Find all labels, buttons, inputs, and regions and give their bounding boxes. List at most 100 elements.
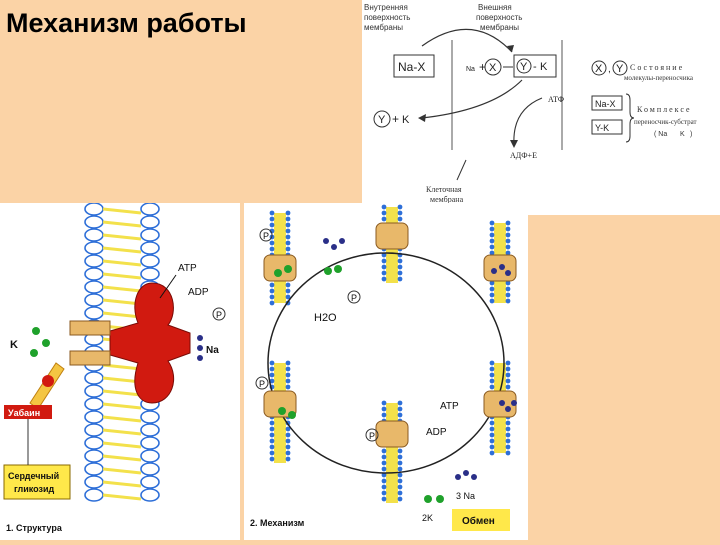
lipid-head [84,267,104,281]
glycoside-box [3,464,71,500]
pump-cycle-diagram: P P P P H2O ATP ADP 3 Na 2K Обмен 2. Мех… [250,204,517,531]
lipid-head [381,490,387,496]
inner-surface-label-line2: поверхность [364,13,410,22]
ouabain-box [4,405,52,419]
lipid-head [397,478,403,484]
legend-state-line2: молекулы-переносчика [624,74,694,82]
phosphate-label: P [351,293,357,303]
sodium-ion [491,268,497,274]
lipid-head [381,460,387,466]
lipid-head [397,406,403,412]
lipid-head [397,204,403,210]
glycoside-label-line2: гликозид [14,484,55,494]
legend-na-label: Na-X [595,99,616,109]
lipid-head [140,241,160,255]
lipid-head [140,254,160,268]
lipid-head [140,436,160,450]
lipid-head [84,202,104,216]
legend-complex-line2: переносчик-субстрат [634,118,697,126]
carrier-x-letter: X [489,62,497,74]
lipid-head [140,228,160,242]
lipid-head [285,456,291,462]
pump-alpha-subunit [109,282,191,404]
potassium-ion [284,265,292,273]
mechanism-panel: P P P P H2O ATP ADP 3 Na 2K Обмен 2. Мех… [244,203,528,540]
lipid-head [397,270,403,276]
lipid-head [505,372,511,378]
lipid-tail [102,363,142,371]
lipid-head [269,360,275,366]
lipid-head [505,220,511,226]
lipid-tail [102,415,142,423]
lipid-tail [102,220,142,228]
lipid-tail [102,480,142,488]
lipid-head [505,250,511,256]
lipid-head [285,384,291,390]
lipid-head [505,286,511,292]
lipid-head [381,412,387,418]
carrier-y-circle-bottom [373,110,391,128]
phosphate-label: P [369,431,375,441]
sodium-ion [463,470,469,476]
lipid-head [269,450,275,456]
lipid-tail [102,207,142,215]
legend-brace [625,93,635,143]
lipid-head [505,360,511,366]
lipid-tail [102,233,142,241]
na-prefix-label: Na [466,66,475,73]
legend-state-line1: Состояние [630,63,684,72]
pump-structure-diagram: K Na ATP ADP P Уабаин Сердечный гликозид… [3,202,226,533]
membrane-segment-bottom-left [269,360,291,463]
ouabain-label: Уабаин [8,408,40,418]
lipid-tail [102,441,142,449]
potassium-ion [324,267,332,275]
lipid-head [397,490,403,496]
lipid-head [269,438,275,444]
lipid-head [269,246,275,252]
lipid-head [285,450,291,456]
lipid-head [381,204,387,210]
lipid-head [140,267,160,281]
lipid-head [84,280,104,294]
lipid-head [285,240,291,246]
lipid-tail [102,402,142,410]
lipid-head [84,436,104,450]
lipid-tail [102,311,142,319]
lipid-head [489,438,495,444]
potassium-ion [436,495,444,503]
lipid-tail [102,272,142,280]
lipid-tail [102,493,142,501]
lipid-head [489,280,495,286]
lipid-head [397,412,403,418]
lipid-head [489,220,495,226]
sodium-ion [339,238,345,244]
sodium-ion [197,345,203,351]
lipid-head [140,215,160,229]
lipid-head [269,444,275,450]
cycle-arrow [267,252,505,474]
carrier-state-5 [375,420,409,448]
lipid-head [140,202,160,216]
lipid-head [285,444,291,450]
lipid-head [269,240,275,246]
legend-x-letter: X [595,63,603,75]
legend-y-letter: Y [616,63,624,75]
lipid-head [489,360,495,366]
phosphate-label: P [263,231,269,241]
lipid-head [381,252,387,258]
sodium-ion [331,244,337,250]
lipid-head [84,371,104,385]
sodium-ion [197,335,203,341]
legend-complex-na: ( Na [654,131,667,138]
lipid-head [381,406,387,412]
inhibition-badge [42,375,54,387]
lipid-head [84,397,104,411]
sodium-ion [499,400,505,406]
atp-label: ATP [178,263,197,274]
carrier-y-letter-bottom: Y [378,114,386,126]
cell-membrane-label-line2: мембрана [430,195,464,204]
lipid-tail [102,467,142,475]
lipid-head [397,496,403,502]
phosphate-circle [365,428,379,442]
lipid-head [140,410,160,424]
